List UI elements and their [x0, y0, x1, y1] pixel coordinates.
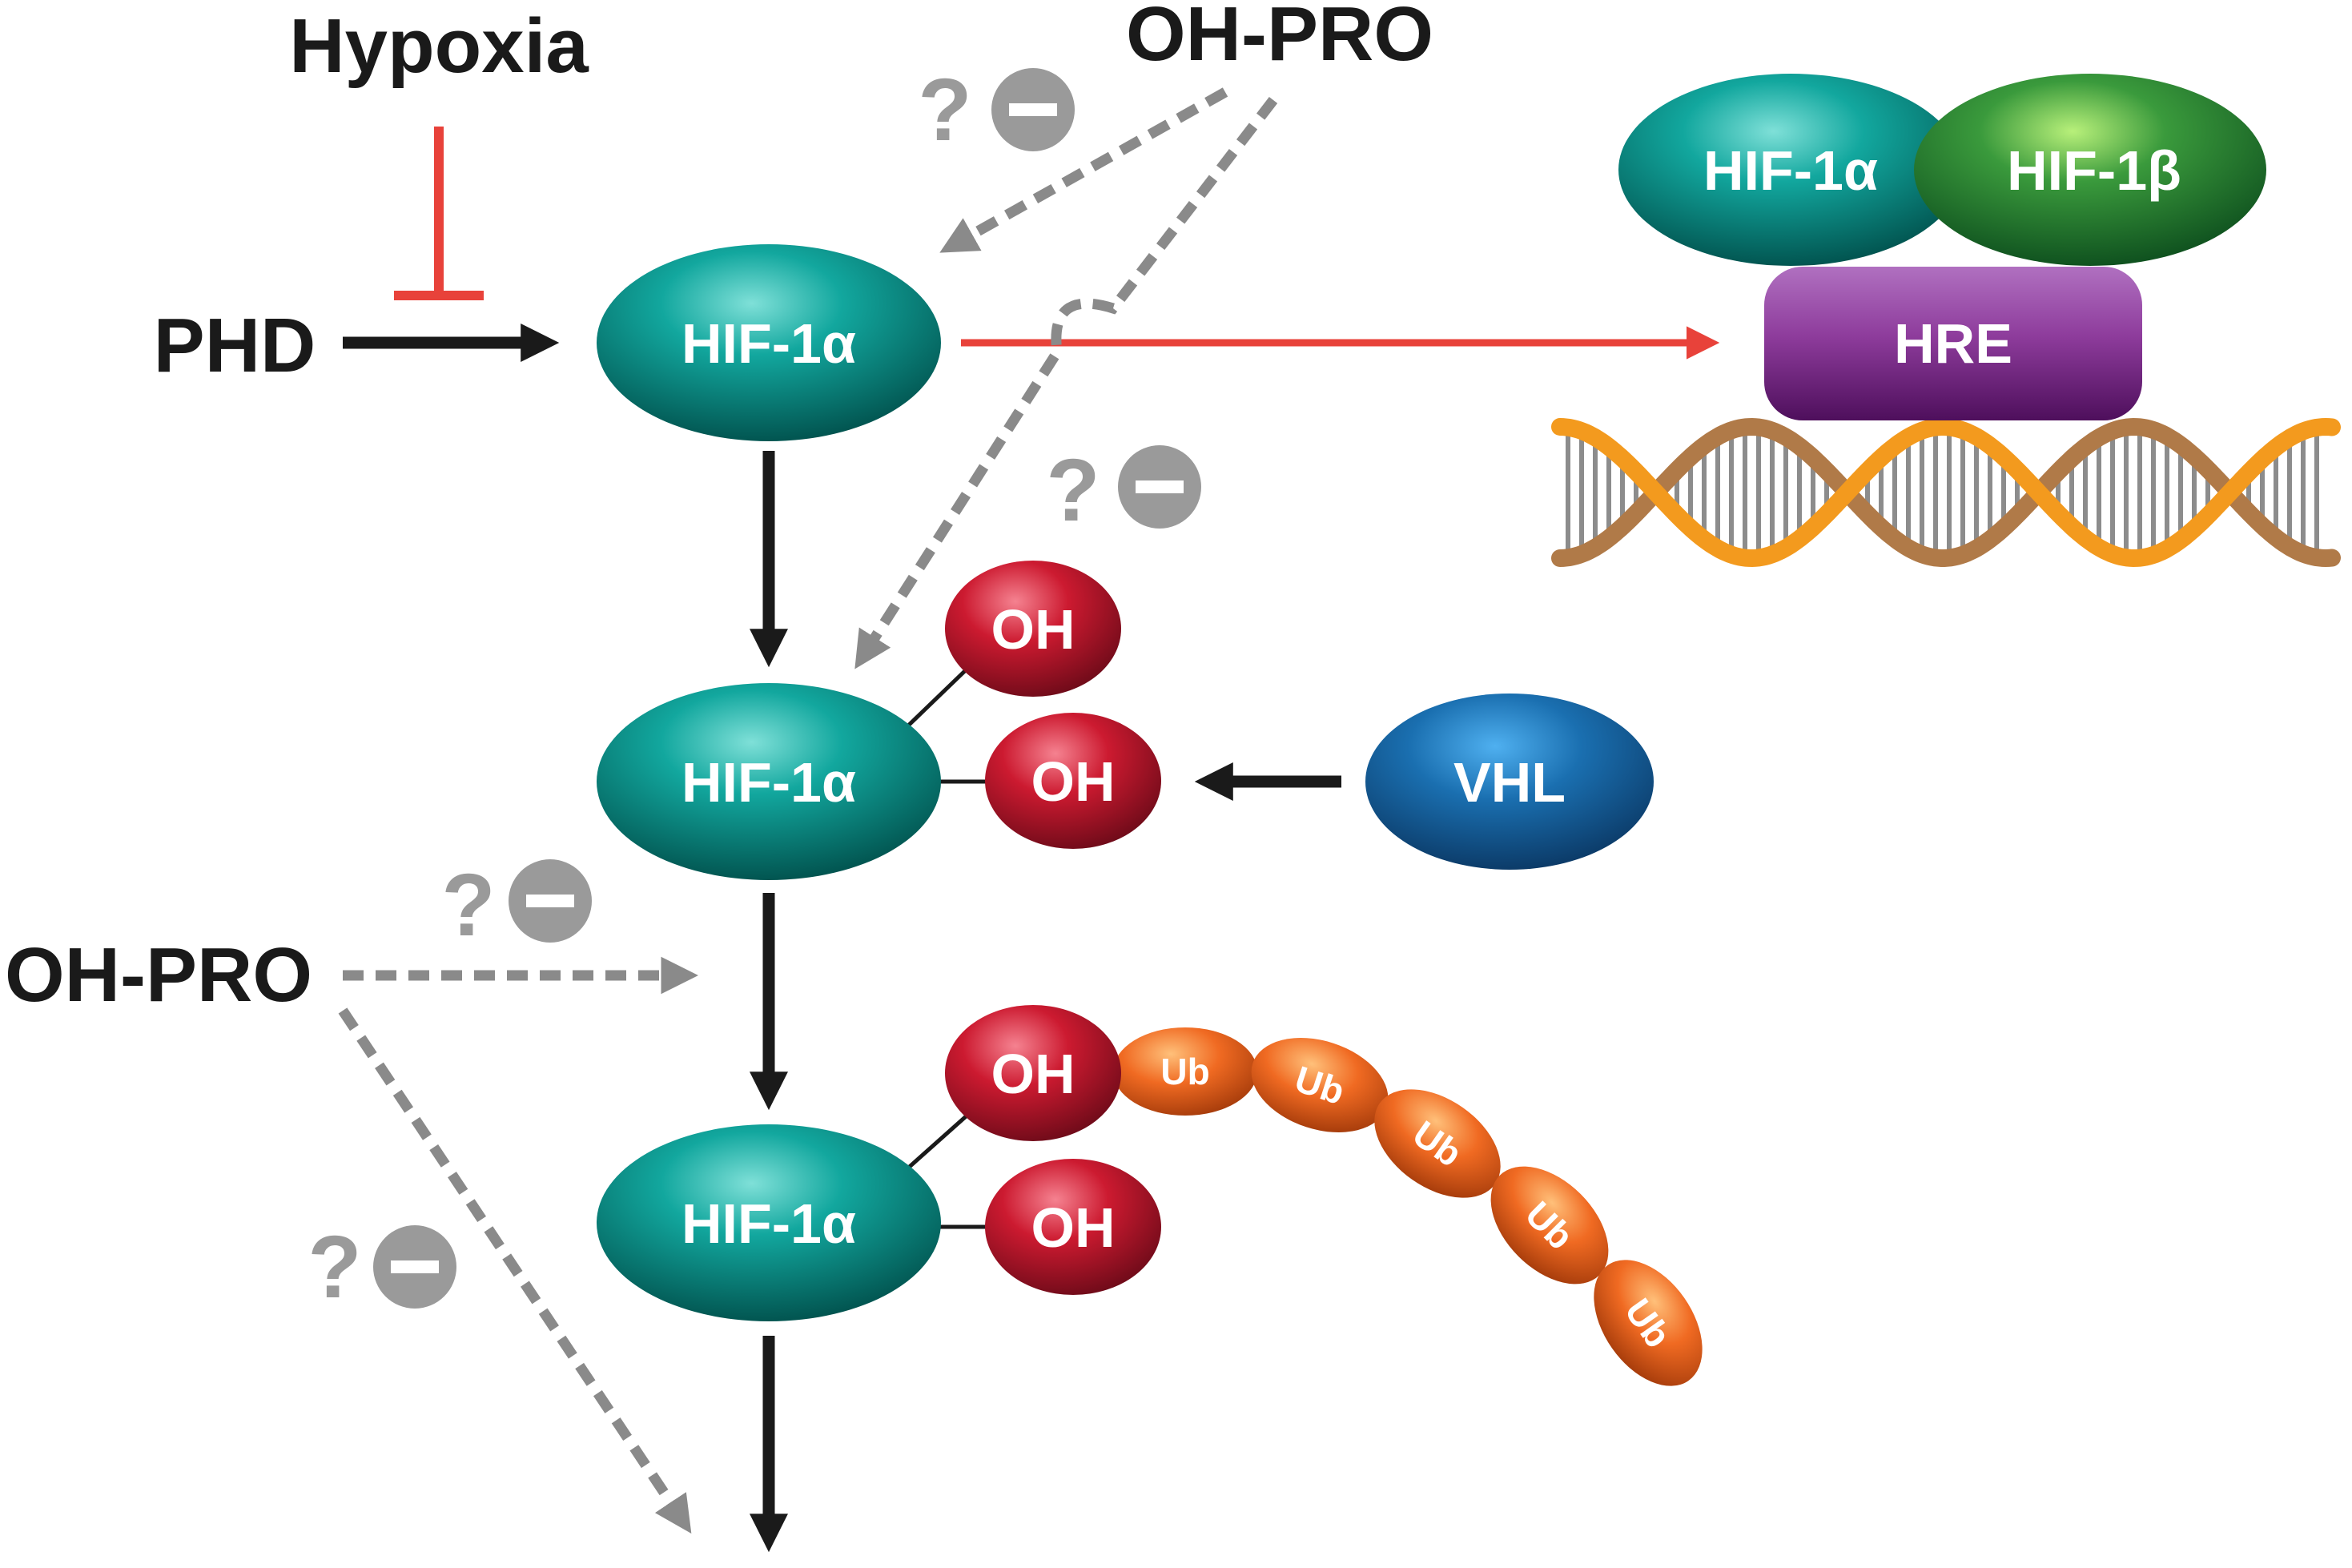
question-mark-3: ?	[441, 856, 495, 955]
hif-complex: HIF-1α HIF-1β	[1618, 74, 2266, 266]
oh-group: OH	[945, 561, 1121, 697]
ohpro-to-hydroxylation-dashed-arrow	[854, 97, 1278, 669]
dna-rungs	[1566, 427, 2319, 558]
inhibition-markers: ? ? ? ?	[308, 61, 1201, 1317]
ubiquitin-chain: Ub Ub Ub Ub Ub	[1113, 1027, 1703, 1386]
question-mark-1: ?	[918, 61, 971, 159]
ubiquitin: Ub	[1594, 1260, 1703, 1386]
oh-label: OH	[1031, 1196, 1116, 1259]
oh-group: OH	[945, 1005, 1121, 1141]
complex-hif1b-label: HIF-1β	[2007, 139, 2181, 202]
ubiquitin: Ub	[1490, 1166, 1609, 1285]
oh-label: OH	[991, 598, 1075, 661]
dashed-arrows	[338, 87, 1278, 1534]
ub-label: Ub	[1160, 1051, 1209, 1092]
vhl: VHL	[1365, 694, 1654, 870]
minus-icon	[373, 1225, 456, 1309]
ohpro-to-degradation-dashed-arrow	[338, 1007, 692, 1534]
ubiquitin: Ub	[1113, 1027, 1257, 1116]
ubiquitin: Ub	[1251, 1038, 1389, 1132]
minus-icon	[1118, 445, 1201, 529]
phd-label: PHD	[154, 303, 316, 388]
hif1a-unmodified: HIF-1α	[597, 244, 941, 441]
ohpro-top-label: OH-PRO	[1126, 0, 1433, 77]
hif1a-hydroxylated: HIF-1α OH OH	[597, 561, 1161, 880]
complex-hif1a-label: HIF-1α	[1703, 139, 1878, 202]
dna-strand-orange	[1551, 417, 2341, 568]
question-mark-4: ?	[308, 1218, 361, 1317]
hif1a-label: HIF-1α	[681, 1192, 856, 1255]
minus-icon	[991, 68, 1075, 151]
vhl-label: VHL	[1453, 751, 1566, 814]
solid-arrows	[343, 323, 1341, 1553]
oh-group: OH	[985, 713, 1161, 849]
oh-group: OH	[985, 1159, 1161, 1295]
ohpro-to-hif1a-dashed-arrow	[939, 87, 1228, 253]
dna-helix	[1551, 417, 2341, 568]
hif1a-label: HIF-1α	[681, 751, 856, 814]
hypoxia-inhibition	[394, 127, 484, 300]
question-mark-2: ?	[1046, 441, 1100, 540]
dna-strand-brown	[1551, 417, 2341, 568]
hif1a-label: HIF-1α	[681, 312, 856, 375]
hif1a-ubiquitinated: Ub Ub Ub Ub Ub HIF-1α OH	[597, 1005, 1703, 1386]
ohpro-left-label: OH-PRO	[5, 932, 312, 1018]
minus-icon	[509, 859, 592, 943]
hypoxia-label: Hypoxia	[289, 3, 589, 89]
ubiquitin: Ub	[1374, 1089, 1501, 1198]
hre-box: HRE	[1764, 267, 2142, 420]
oh-label: OH	[1031, 750, 1116, 813]
oh-label: OH	[991, 1043, 1075, 1105]
hre-label: HRE	[1894, 312, 2012, 375]
